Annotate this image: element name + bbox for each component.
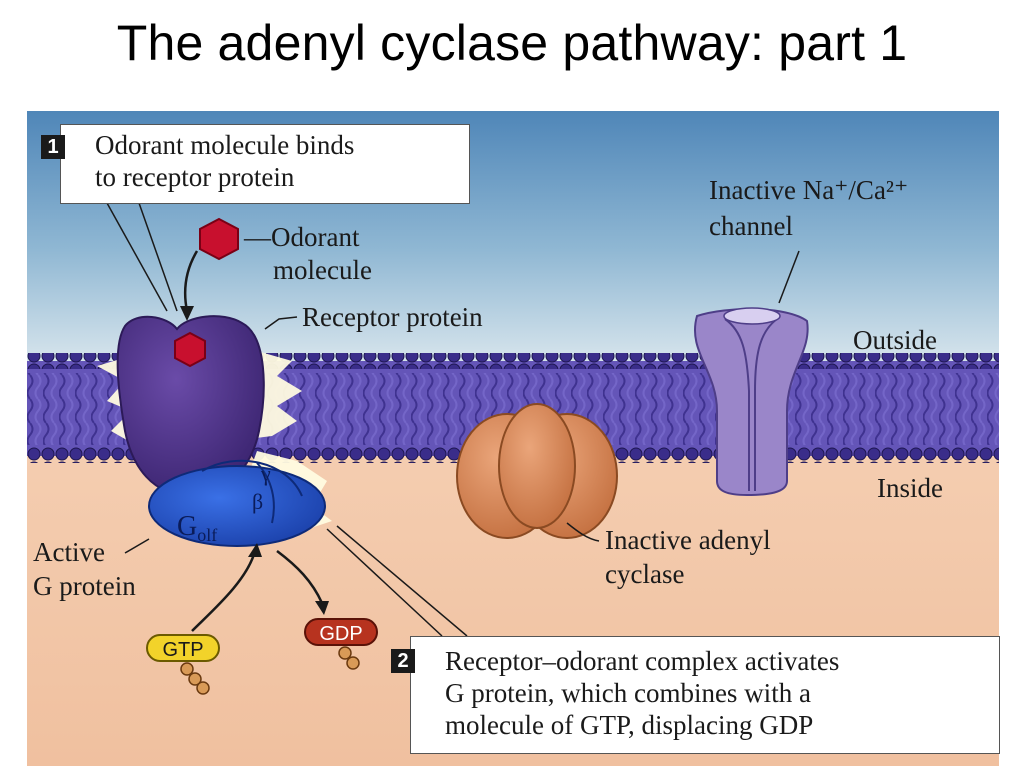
gtp-molecule: GTP	[146, 634, 220, 695]
receptor-protein-label: Receptor protein	[302, 302, 483, 332]
adenyl-cyclase-label-2: cyclase	[605, 559, 684, 589]
channel-label-2: channel	[709, 211, 793, 241]
step-2-text-line-2: G protein, which combines with a	[445, 678, 811, 708]
adenyl-cyclase-label-1: Inactive adenyl	[605, 525, 771, 555]
receptor-leader	[264, 316, 298, 330]
step-1-text-line-1: Odorant molecule binds	[95, 130, 355, 160]
odorant-label-1: —Odorant	[243, 222, 360, 252]
callout-1-leader-b	[138, 202, 178, 312]
channel-label-1: Inactive Na⁺/Ca²⁺	[709, 175, 908, 205]
slide-title: The adenyl cyclase pathway: part 1	[116, 15, 908, 71]
svg-text:GTP: GTP	[162, 639, 203, 661]
svg-text:GDP: GDP	[319, 623, 362, 645]
g-protein: Golf β γ	[148, 459, 326, 547]
pathway-figure: Golf β γ GTP GDP —Odorant	[27, 111, 999, 766]
adenyl-leader	[566, 522, 600, 542]
active-g-protein-label-1: Active	[33, 537, 105, 567]
receptor-protein	[116, 315, 265, 498]
adenyl-cyclase	[456, 403, 618, 539]
active-g-protein-label-2: G protein	[33, 571, 136, 601]
step-1-text-line-2: to receptor protein	[95, 162, 295, 192]
outside-label: Outside	[853, 325, 937, 355]
gtp-arrow	[191, 550, 257, 632]
callout-2-leader-a	[326, 528, 443, 637]
step-1-callout: 1 Odorant molecule binds to receptor pro…	[41, 124, 470, 204]
beta-subunit-label: β	[252, 489, 263, 514]
gdp-molecule: GDP	[304, 618, 378, 670]
step-2-text-line-1: Receptor–odorant complex activates	[445, 646, 840, 676]
g-olf-label: Golf	[177, 511, 217, 545]
na-ca-channel	[694, 307, 809, 497]
inside-label: Inside	[877, 473, 943, 503]
free-odorant-molecule	[199, 217, 239, 261]
callout-2-leader-b	[336, 525, 468, 637]
step-2-number: 2	[391, 649, 415, 673]
step-1-number: 1	[41, 135, 65, 159]
odorant-label-2: molecule	[273, 255, 372, 285]
active-g-leader	[124, 538, 150, 554]
odorant-arrow	[183, 250, 199, 312]
gamma-subunit-label: γ	[260, 461, 271, 486]
step-2-callout: 2 Receptor–odorant complex activates G p…	[391, 636, 1000, 754]
bound-odorant-molecule	[174, 331, 206, 368]
step-2-text-line-3: molecule of GTP, displacing GDP	[445, 710, 814, 740]
gdp-arrow	[276, 550, 324, 604]
channel-leader	[778, 250, 800, 304]
callout-1-leader-a	[106, 202, 168, 312]
